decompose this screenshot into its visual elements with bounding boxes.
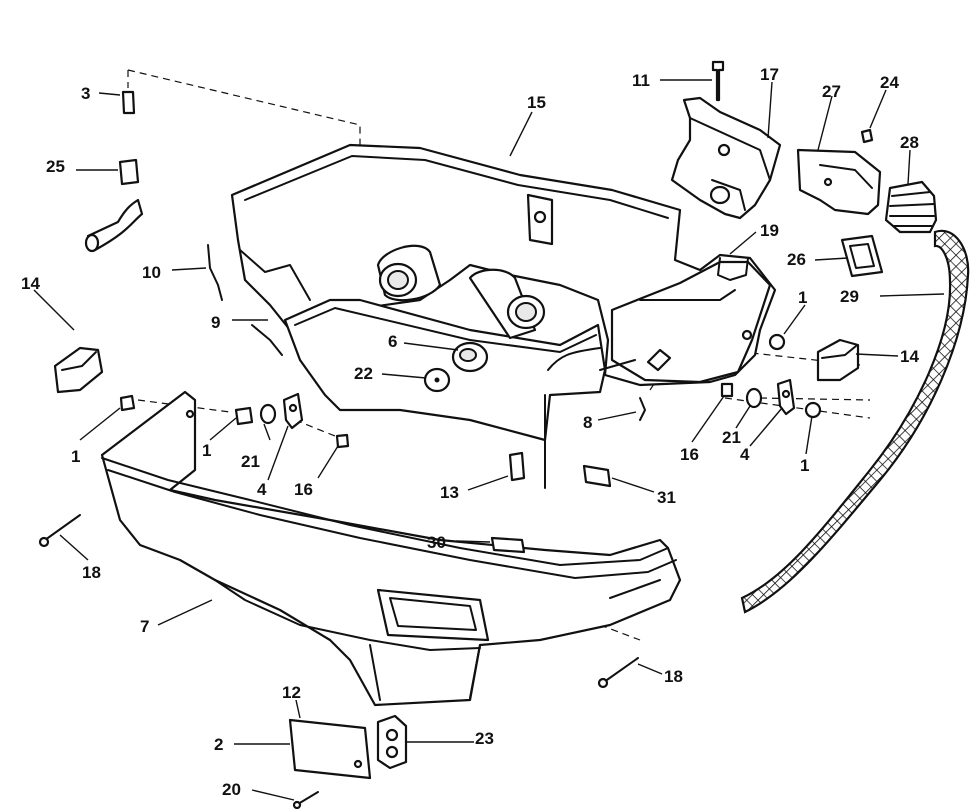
callout-25: 25: [46, 157, 65, 176]
callout-27: 27: [822, 82, 841, 101]
callout-1-right-lower: 1: [800, 456, 809, 475]
callout-9: 9: [211, 313, 220, 332]
callout-19: 19: [760, 221, 779, 240]
callout-12: 12: [282, 683, 301, 702]
part-23: [376, 714, 408, 770]
callout-labels: 3 25 10 14 9 1 1 21 4 16 18 7 12 2 20 23…: [21, 65, 919, 799]
callout-30: 30: [427, 533, 446, 552]
part-11: [711, 60, 725, 102]
callout-11: 11: [632, 71, 650, 90]
leader-lines: [33, 79, 945, 801]
part-28: [884, 180, 938, 234]
callout-6: 6: [388, 332, 397, 351]
callout-31: 31: [657, 488, 676, 507]
callout-7: 7: [140, 617, 149, 636]
callout-4-left: 4: [257, 480, 267, 499]
callout-1-left: 1: [71, 447, 80, 466]
callout-16-left: 16: [294, 480, 313, 499]
callout-13: 13: [440, 483, 459, 502]
callout-1-right-upper: 1: [798, 288, 807, 307]
callout-24: 24: [880, 73, 899, 92]
callout-21-left: 21: [241, 452, 260, 471]
callout-4-right: 4: [740, 445, 750, 464]
part-2: [288, 718, 372, 780]
callout-8: 8: [583, 413, 592, 432]
callout-15: 15: [527, 93, 546, 112]
callout-14-left: 14: [21, 274, 40, 293]
callout-23: 23: [475, 729, 494, 748]
callout-1-mid: 1: [202, 441, 211, 460]
callout-28: 28: [900, 133, 919, 152]
part-29-hose: [740, 229, 970, 614]
callout-10: 10: [142, 263, 161, 282]
callout-26: 26: [787, 250, 806, 269]
callout-17: 17: [760, 65, 779, 84]
callout-2: 2: [214, 735, 223, 754]
small-parts-left: [38, 90, 646, 554]
lower-motor-cover-7: [100, 390, 682, 707]
callout-18-left: 18: [82, 563, 101, 582]
part-25-cap: [118, 158, 140, 186]
part-17: [670, 96, 782, 220]
callout-14-right: 14: [900, 347, 919, 366]
callout-16-right: 16: [680, 445, 699, 464]
callout-20: 20: [222, 780, 241, 799]
callout-18-right: 18: [664, 667, 683, 686]
upper-motor-cover-15: [230, 143, 777, 489]
callout-3: 3: [81, 84, 90, 103]
callout-22: 22: [354, 364, 373, 383]
part-25-hose: [86, 198, 144, 252]
callout-29: 29: [840, 287, 859, 306]
callout-21-right: 21: [722, 428, 741, 447]
small-parts-right: [597, 60, 970, 689]
bottom-parts: [288, 714, 408, 809]
part-3: [121, 90, 136, 115]
part-27: [796, 148, 882, 216]
part-14-right: [816, 338, 860, 382]
